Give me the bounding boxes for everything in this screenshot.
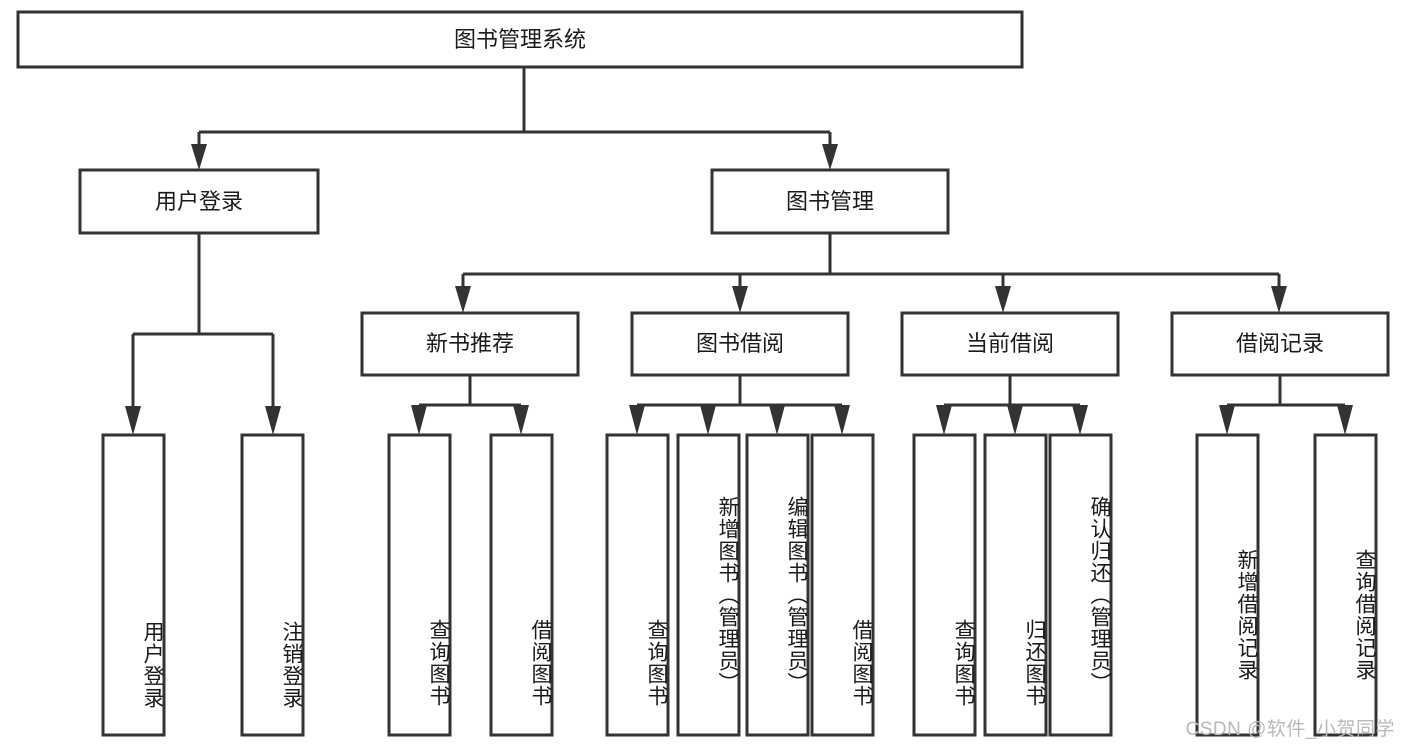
node-box-leaf-user-login-1[interactable]: [101, 433, 166, 737]
node-box-borrow-record[interactable]: [1170, 311, 1390, 377]
node-label-book-borrow: 图书借阅: [696, 331, 784, 356]
arrow-bm-to-record: [1271, 286, 1287, 313]
arrow-userlogin-leaf-2: [265, 406, 281, 435]
arrow-current-leaf-2: [1007, 405, 1023, 435]
arrow-borrow-leaf-2: [700, 405, 716, 435]
node-label-borrow-record: 借阅记录: [1236, 331, 1324, 356]
node-box-leaf-current-1[interactable]: [912, 433, 977, 737]
node-box-current-borrow[interactable]: [900, 311, 1120, 377]
node-box-leaf-borrow-4[interactable]: [810, 433, 875, 737]
node-label-current-borrow: 当前借阅: [966, 331, 1054, 356]
arrow-record-leaf-2: [1337, 405, 1353, 435]
arrow-recommend-leaf-1: [411, 405, 427, 435]
connector-group-borrow: [629, 375, 850, 435]
node-box-leaf-recommend-1[interactable]: [387, 433, 452, 737]
arrow-bm-to-borrow: [732, 286, 748, 313]
node-box-book-manage[interactable]: [710, 168, 950, 235]
node-box-root[interactable]: [16, 10, 1024, 69]
arrow-borrow-leaf-3: [769, 405, 785, 435]
arrow-current-leaf-3: [1072, 405, 1088, 435]
node-box-leaf-current-3[interactable]: [1048, 433, 1113, 737]
node-label-new-book-recommend: 新书推荐: [426, 331, 514, 356]
connector-group-bookmanage: [455, 233, 1287, 313]
node-box-book-borrow[interactable]: [630, 311, 850, 377]
node-box-new-book-recommend[interactable]: [360, 311, 580, 377]
connector-group-userlogin: [125, 233, 281, 435]
node-box-leaf-user-login-2[interactable]: [240, 433, 305, 737]
arrow-borrow-leaf-4: [834, 405, 850, 435]
connector-group-record: [1219, 375, 1353, 435]
connector-group-recommend: [411, 375, 529, 435]
node-box-leaf-current-2[interactable]: [983, 433, 1048, 737]
arrow-bm-to-recommend: [455, 286, 471, 313]
arrow-recommend-leaf-2: [513, 405, 529, 435]
node-box-leaf-record-1[interactable]: [1195, 433, 1260, 737]
arrow-root-to-userlogin: [191, 144, 207, 170]
arrow-userlogin-leaf-1: [125, 406, 141, 435]
node-box-user-login[interactable]: [78, 168, 320, 235]
connector-group-root: [191, 67, 838, 170]
node-label-book-manage: 图书管理: [786, 189, 874, 214]
node-box-leaf-borrow-3[interactable]: [745, 433, 810, 737]
watermark-text: CSDN @软件_小贺同学: [1185, 719, 1395, 740]
arrow-root-to-bookmanage: [822, 144, 838, 170]
arrow-bm-to-current: [995, 286, 1011, 313]
arrow-record-leaf-1: [1219, 405, 1235, 435]
node-box-leaf-recommend-2[interactable]: [489, 433, 554, 737]
arrow-borrow-leaf-1: [629, 405, 645, 435]
node-label-root: 图书管理系统: [454, 27, 586, 52]
node-box-leaf-borrow-1[interactable]: [605, 433, 670, 737]
arrow-current-leaf-1: [936, 405, 952, 435]
node-label-user-login: 用户登录: [155, 189, 243, 214]
node-box-leaf-borrow-2[interactable]: [676, 433, 741, 737]
node-box-leaf-record-2[interactable]: [1313, 433, 1378, 737]
connector-group-current: [936, 375, 1088, 435]
